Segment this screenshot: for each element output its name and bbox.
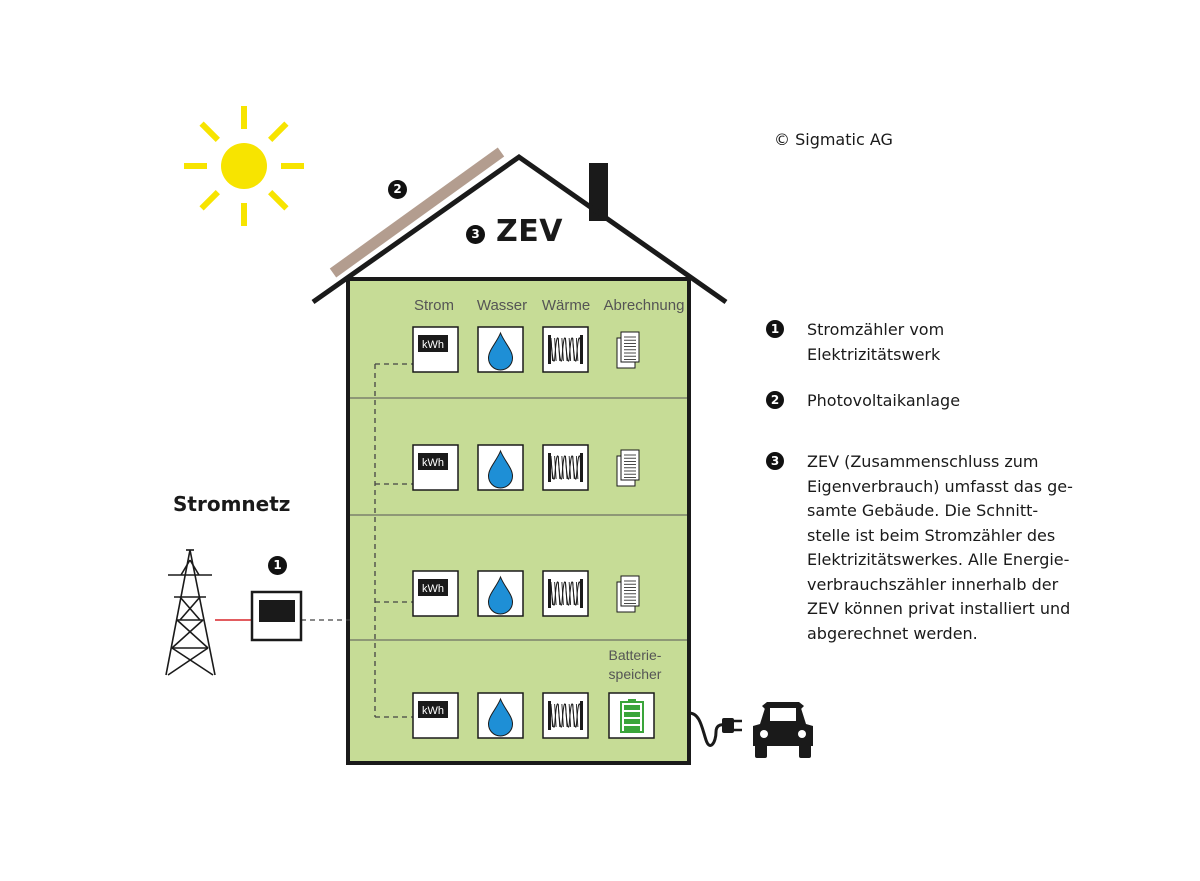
sun-ray [268,121,289,142]
solar-panel-number: 2 [393,182,402,196]
car-icon [753,702,813,758]
radiator-icon [542,444,589,491]
sun-ray [268,190,289,211]
battery-icon [608,692,655,739]
legend-line: Stromzähler vom [807,320,945,339]
radiator-icon [542,692,589,739]
legend-line: Eigenverbrauch) umfasst das ge- [807,476,1073,496]
sun-icon [184,106,304,226]
grid-meter-marker: 1 [268,556,287,575]
meter-unit-label: kWh [422,583,444,595]
legend-line: samte Gebäude. Die Schnitt- [807,501,1039,520]
solar-panel [329,147,505,278]
column-header-wasser: Wasser [476,297,528,314]
sun-disc [221,143,267,189]
zev-title: ZEV [496,214,563,249]
documents-icon [616,575,640,613]
internal-wiring [301,363,413,718]
sun-ray [199,121,220,142]
water-drop-icon [477,444,524,491]
documents-icon [616,331,640,369]
zev-number: 3 [471,227,480,241]
column-header-waerme: Wärme [541,297,591,314]
electricity-meter-icon: kWh [412,444,459,491]
legend-line: verbrauchszähler innerhalb der [807,574,1059,594]
legend-line: ZEV können privat installiert und [807,599,1071,618]
electricity-meter-icon: kWh [412,326,459,373]
radiator-icon [542,570,589,617]
legend-line: ZEV (Zusammenschluss zum [807,452,1039,471]
legend-line: Elektrizitätswerkes. Alle Energie- [807,550,1070,569]
grid-meter-icon [250,590,303,642]
roof [311,153,728,305]
legend-number: 2 [766,391,784,409]
electricity-meter-icon: kWh [412,692,459,739]
meter-unit-label: kWh [422,457,444,469]
grid-meter-number: 1 [273,558,282,572]
legend-line: Photovoltaikanlage [807,391,961,410]
electricity-meter-icon: kWh [412,570,459,617]
legend-line: abgerechnet werden. [807,623,978,643]
water-drop-icon [477,570,524,617]
meter-grid: kWh kWh kWh kWh [412,326,655,739]
documents-icon [616,449,640,487]
zev-marker: 3 [466,225,485,244]
legend-text: ZEV (Zusammenschluss zum Eigenverbrauch)… [807,450,1097,646]
copyright-notice: © Sigmatic AG [774,130,893,149]
meter-unit-label: kWh [422,705,444,717]
battery-label-line: speicher [608,666,662,682]
radiator-icon [542,326,589,373]
column-header-strom: Strom [413,297,454,314]
meter-unit-label: kWh [422,339,444,351]
power-pylon-icon [165,549,216,676]
sun-ray [199,190,220,211]
legend-text: Photovoltaikanlage [807,389,1097,414]
water-drop-icon [477,326,524,373]
water-drop-icon [477,692,524,739]
solar-panel-marker: 2 [388,180,407,199]
battery-label-line: Batterie- [608,647,662,663]
legend-text: Stromzähler vom Elektrizitätswerk [807,318,1097,367]
legend-number: 3 [766,452,784,470]
plug-icon [688,711,742,747]
legend-line: stelle ist beim Stromzähler des [807,525,1056,545]
legend-line: Elektrizitätswerk [807,344,941,364]
legend-number: 1 [766,320,784,338]
grid-title: Stromnetz [173,492,291,516]
battery-label: Batterie- speicher [596,646,674,684]
column-header-abrechnung: Abrechnung [603,297,685,314]
